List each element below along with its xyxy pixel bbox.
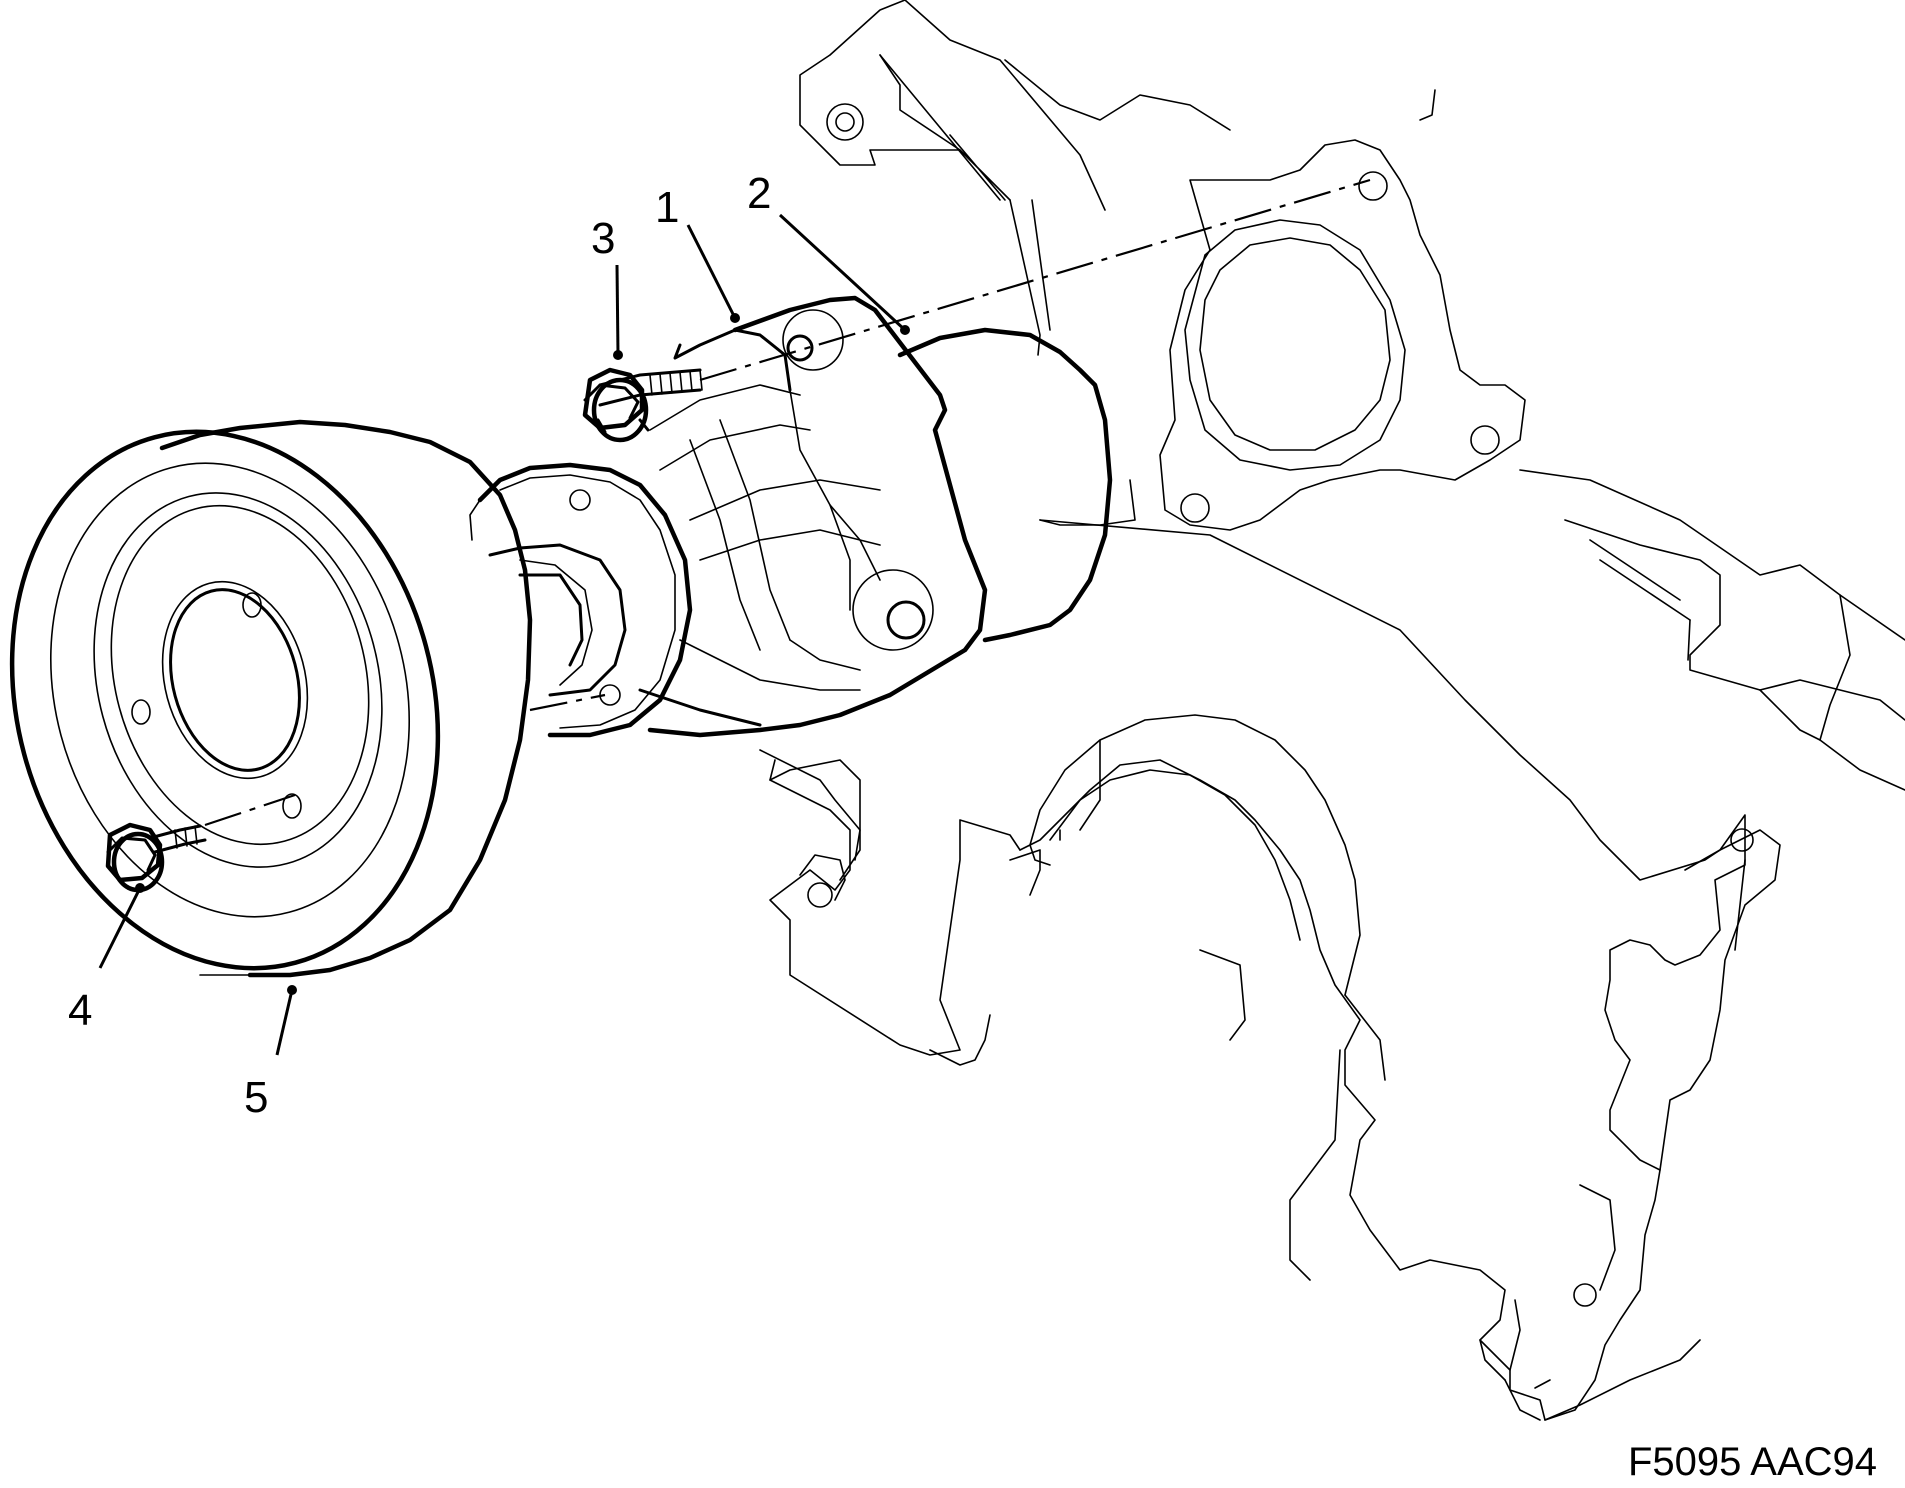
alignment-lines bbox=[204, 178, 1371, 827]
callout-1: 1 bbox=[655, 183, 679, 232]
part-4-bolt bbox=[105, 822, 207, 893]
callout-leaders bbox=[98, 213, 910, 1056]
engine-timing-cover bbox=[759, 0, 1905, 1421]
figure-reference-code: F5095 AAC94 bbox=[1628, 1440, 1877, 1484]
callout-5: 5 bbox=[244, 1073, 268, 1122]
part-2-gasket bbox=[897, 327, 1113, 643]
callout-3: 3 bbox=[591, 214, 615, 263]
part-5-pulley bbox=[9, 419, 533, 978]
callout-2: 2 bbox=[747, 169, 771, 218]
part-1-water-pump bbox=[469, 295, 988, 738]
part-3-bolt bbox=[582, 367, 703, 443]
callout-4: 4 bbox=[68, 986, 92, 1035]
